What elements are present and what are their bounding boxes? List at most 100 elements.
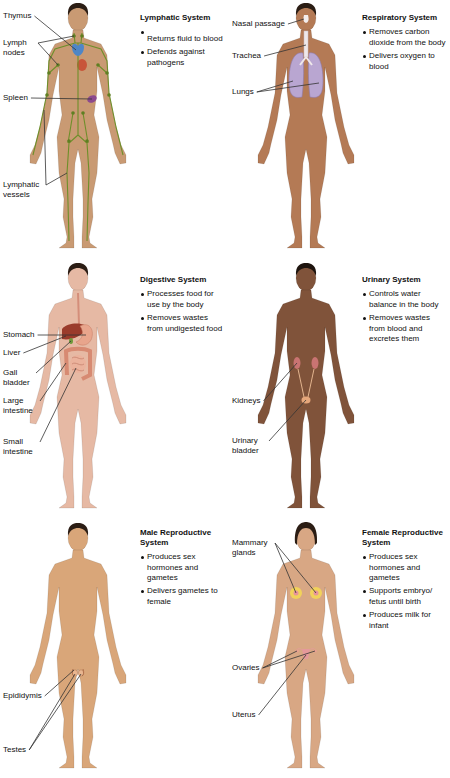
organ-label-slot: Mammary glands (232, 538, 272, 559)
organ-label: Uterus (232, 710, 256, 720)
lung (308, 53, 323, 98)
bullet-text-slot: Delivers gametes to female (147, 586, 224, 608)
bullet-text-slot: Produces milk for infant (369, 610, 446, 632)
bullet-text: Supports embryo/ fetus until birth (369, 586, 446, 607)
bullet-text-slot: Processes food for use by the body (147, 289, 224, 311)
system-title: Lymphatic System (140, 13, 210, 23)
female-figure (258, 522, 354, 768)
system-title: Female Reproductive System (362, 528, 446, 548)
bullet-text-slot: Removes wastes from undigested food (147, 313, 224, 335)
hair (296, 263, 316, 276)
system-title-slot: Urinary System (362, 268, 446, 286)
bullet-text: Processes food for use by the body (147, 289, 224, 310)
bullet-dot (141, 317, 144, 320)
lymph-nodes (105, 71, 109, 75)
body-figure (258, 265, 354, 508)
bullet-text-slot: Controls water balance in the body (369, 289, 446, 311)
system-title-slot: Digestive System (140, 268, 224, 286)
system-title-slot: Female Reproductive System (362, 528, 446, 549)
lymph-nodes (45, 34, 111, 143)
bullet-text-slot: Returns fluid to blood (147, 27, 224, 45)
system-title-slot: Lymphatic System (140, 6, 224, 24)
leader-line (36, 341, 71, 373)
organ-label-slot: Nasal passage (232, 12, 292, 30)
leader-line (263, 363, 297, 401)
nasal-passage (303, 15, 308, 23)
lymph-vessels (33, 33, 123, 241)
leader-line (269, 400, 306, 441)
bullet-dot (141, 293, 144, 296)
bullet-text: Produces sex hormones and gametes (147, 552, 224, 584)
body-figure (30, 265, 126, 508)
bullet-text: Delivers gametes to female (147, 586, 224, 607)
lymph-nodes (45, 93, 49, 97)
bullet-dot (363, 317, 366, 320)
bullet-dot (363, 614, 366, 617)
digestive-figure (30, 263, 126, 508)
leader-line (44, 110, 46, 185)
lymphatic-figure (30, 3, 126, 248)
bullet-text-slot: Defends against pathogens (147, 47, 224, 69)
ureter (298, 369, 314, 397)
lymph-nodes (107, 93, 111, 97)
organ-label: Mammary glands (232, 538, 272, 558)
lymph-nodes (80, 34, 84, 38)
organ-label: Ovaries (232, 663, 260, 673)
urinary-figure (258, 263, 354, 508)
leader-line (40, 368, 76, 442)
organ-label: Lungs (232, 87, 254, 97)
bullet-dot (141, 51, 144, 54)
hair (68, 3, 88, 16)
bullet-text: Returns fluid to blood (147, 34, 223, 45)
bullet-text: Removes wastes from blood and excretes t… (369, 313, 446, 345)
system-title: Respiratory System (362, 13, 437, 23)
organ-label-slot: Trachea (232, 44, 272, 62)
organ-label: Urinary bladder (232, 436, 266, 456)
organ-label-slot: Uterus (232, 703, 272, 721)
leader-line (275, 543, 316, 593)
bronchi (300, 57, 312, 65)
bullet-text-slot: Removes wastes from blood and excretes t… (369, 313, 446, 345)
system-title: Digestive System (140, 275, 206, 285)
bullet-dot (363, 293, 366, 296)
hair (295, 522, 317, 545)
leader-line (263, 651, 297, 668)
organ-label: Lymph nodes (3, 38, 35, 58)
large-intestine (66, 349, 90, 379)
leader-line (29, 674, 75, 750)
thymus (72, 44, 84, 56)
small-intestine (70, 355, 86, 373)
organ-label-slot: Lymphatic vessels (3, 180, 43, 201)
organ-label: Large intestine (3, 396, 37, 416)
leader-line (264, 45, 306, 56)
leader-line (263, 651, 315, 668)
organ-label: Nasal passage (232, 19, 285, 29)
bullet-dot (141, 556, 144, 559)
bullet-text-slot: Produces sex hormones and gametes (147, 552, 224, 584)
lymph-nodes (47, 71, 51, 75)
leader-line (46, 173, 67, 185)
leader-line (275, 543, 296, 593)
leader-line (259, 655, 306, 715)
organ-label-slot: Gall bladder (3, 368, 33, 389)
esophagus (78, 293, 79, 325)
lymph-nodes (71, 111, 75, 115)
bullet-text: Defends against pathogens (147, 47, 224, 68)
organ-label: Lymphatic vessels (3, 180, 43, 200)
organ-label-slot: Lungs (232, 80, 272, 98)
organ-label-slot: Epididymis (3, 684, 53, 702)
organ-label-slot: Ovaries (232, 656, 272, 674)
bullet-text: Produces sex hormones and gametes (369, 552, 446, 584)
system-title-slot: Male Reproductive System (140, 528, 224, 549)
organ-label-slot: Large intestine (3, 396, 37, 417)
organ-label-slot: Stomach (3, 323, 43, 341)
bullet-text: Produces milk for infant (369, 610, 446, 631)
leader-line (257, 83, 319, 92)
leader-line (38, 43, 58, 65)
organ-label: Testes (3, 745, 26, 755)
leader-line (34, 16, 76, 50)
trachea (304, 31, 308, 57)
bullet-dot (363, 590, 366, 593)
